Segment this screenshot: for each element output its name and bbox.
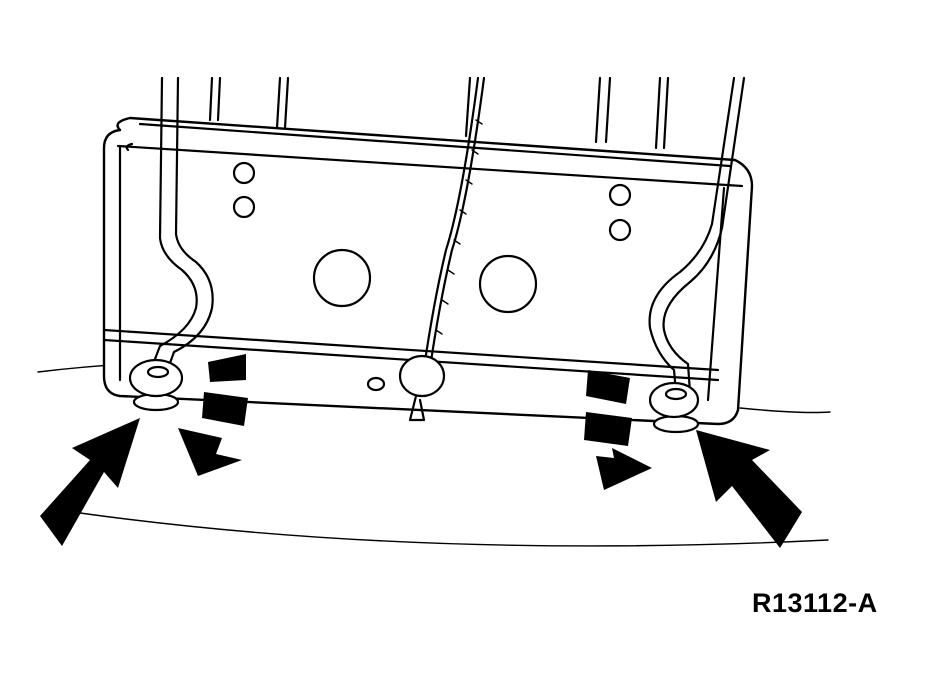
small-hole (232, 161, 256, 185)
center-grommet (398, 354, 446, 422)
large-hole (478, 254, 538, 314)
seat-frame-posts (208, 76, 670, 150)
small-hole (366, 376, 386, 392)
bracket-holes (232, 161, 632, 392)
small-hole (608, 183, 632, 207)
push-arrow-right (696, 430, 802, 548)
dashed-arrow-left (178, 354, 248, 476)
left-grommet (128, 358, 184, 412)
small-hole (608, 218, 632, 242)
figure-code-label: R13112-A (752, 588, 878, 618)
left-wire-rod (148, 76, 214, 376)
right-grommet (648, 381, 700, 434)
small-hole (232, 195, 256, 219)
right-wire-rod (648, 76, 746, 394)
center-cable (422, 76, 486, 370)
large-hole (312, 248, 372, 308)
push-arrow-left (40, 418, 140, 546)
dashed-arrow-right (584, 370, 652, 490)
